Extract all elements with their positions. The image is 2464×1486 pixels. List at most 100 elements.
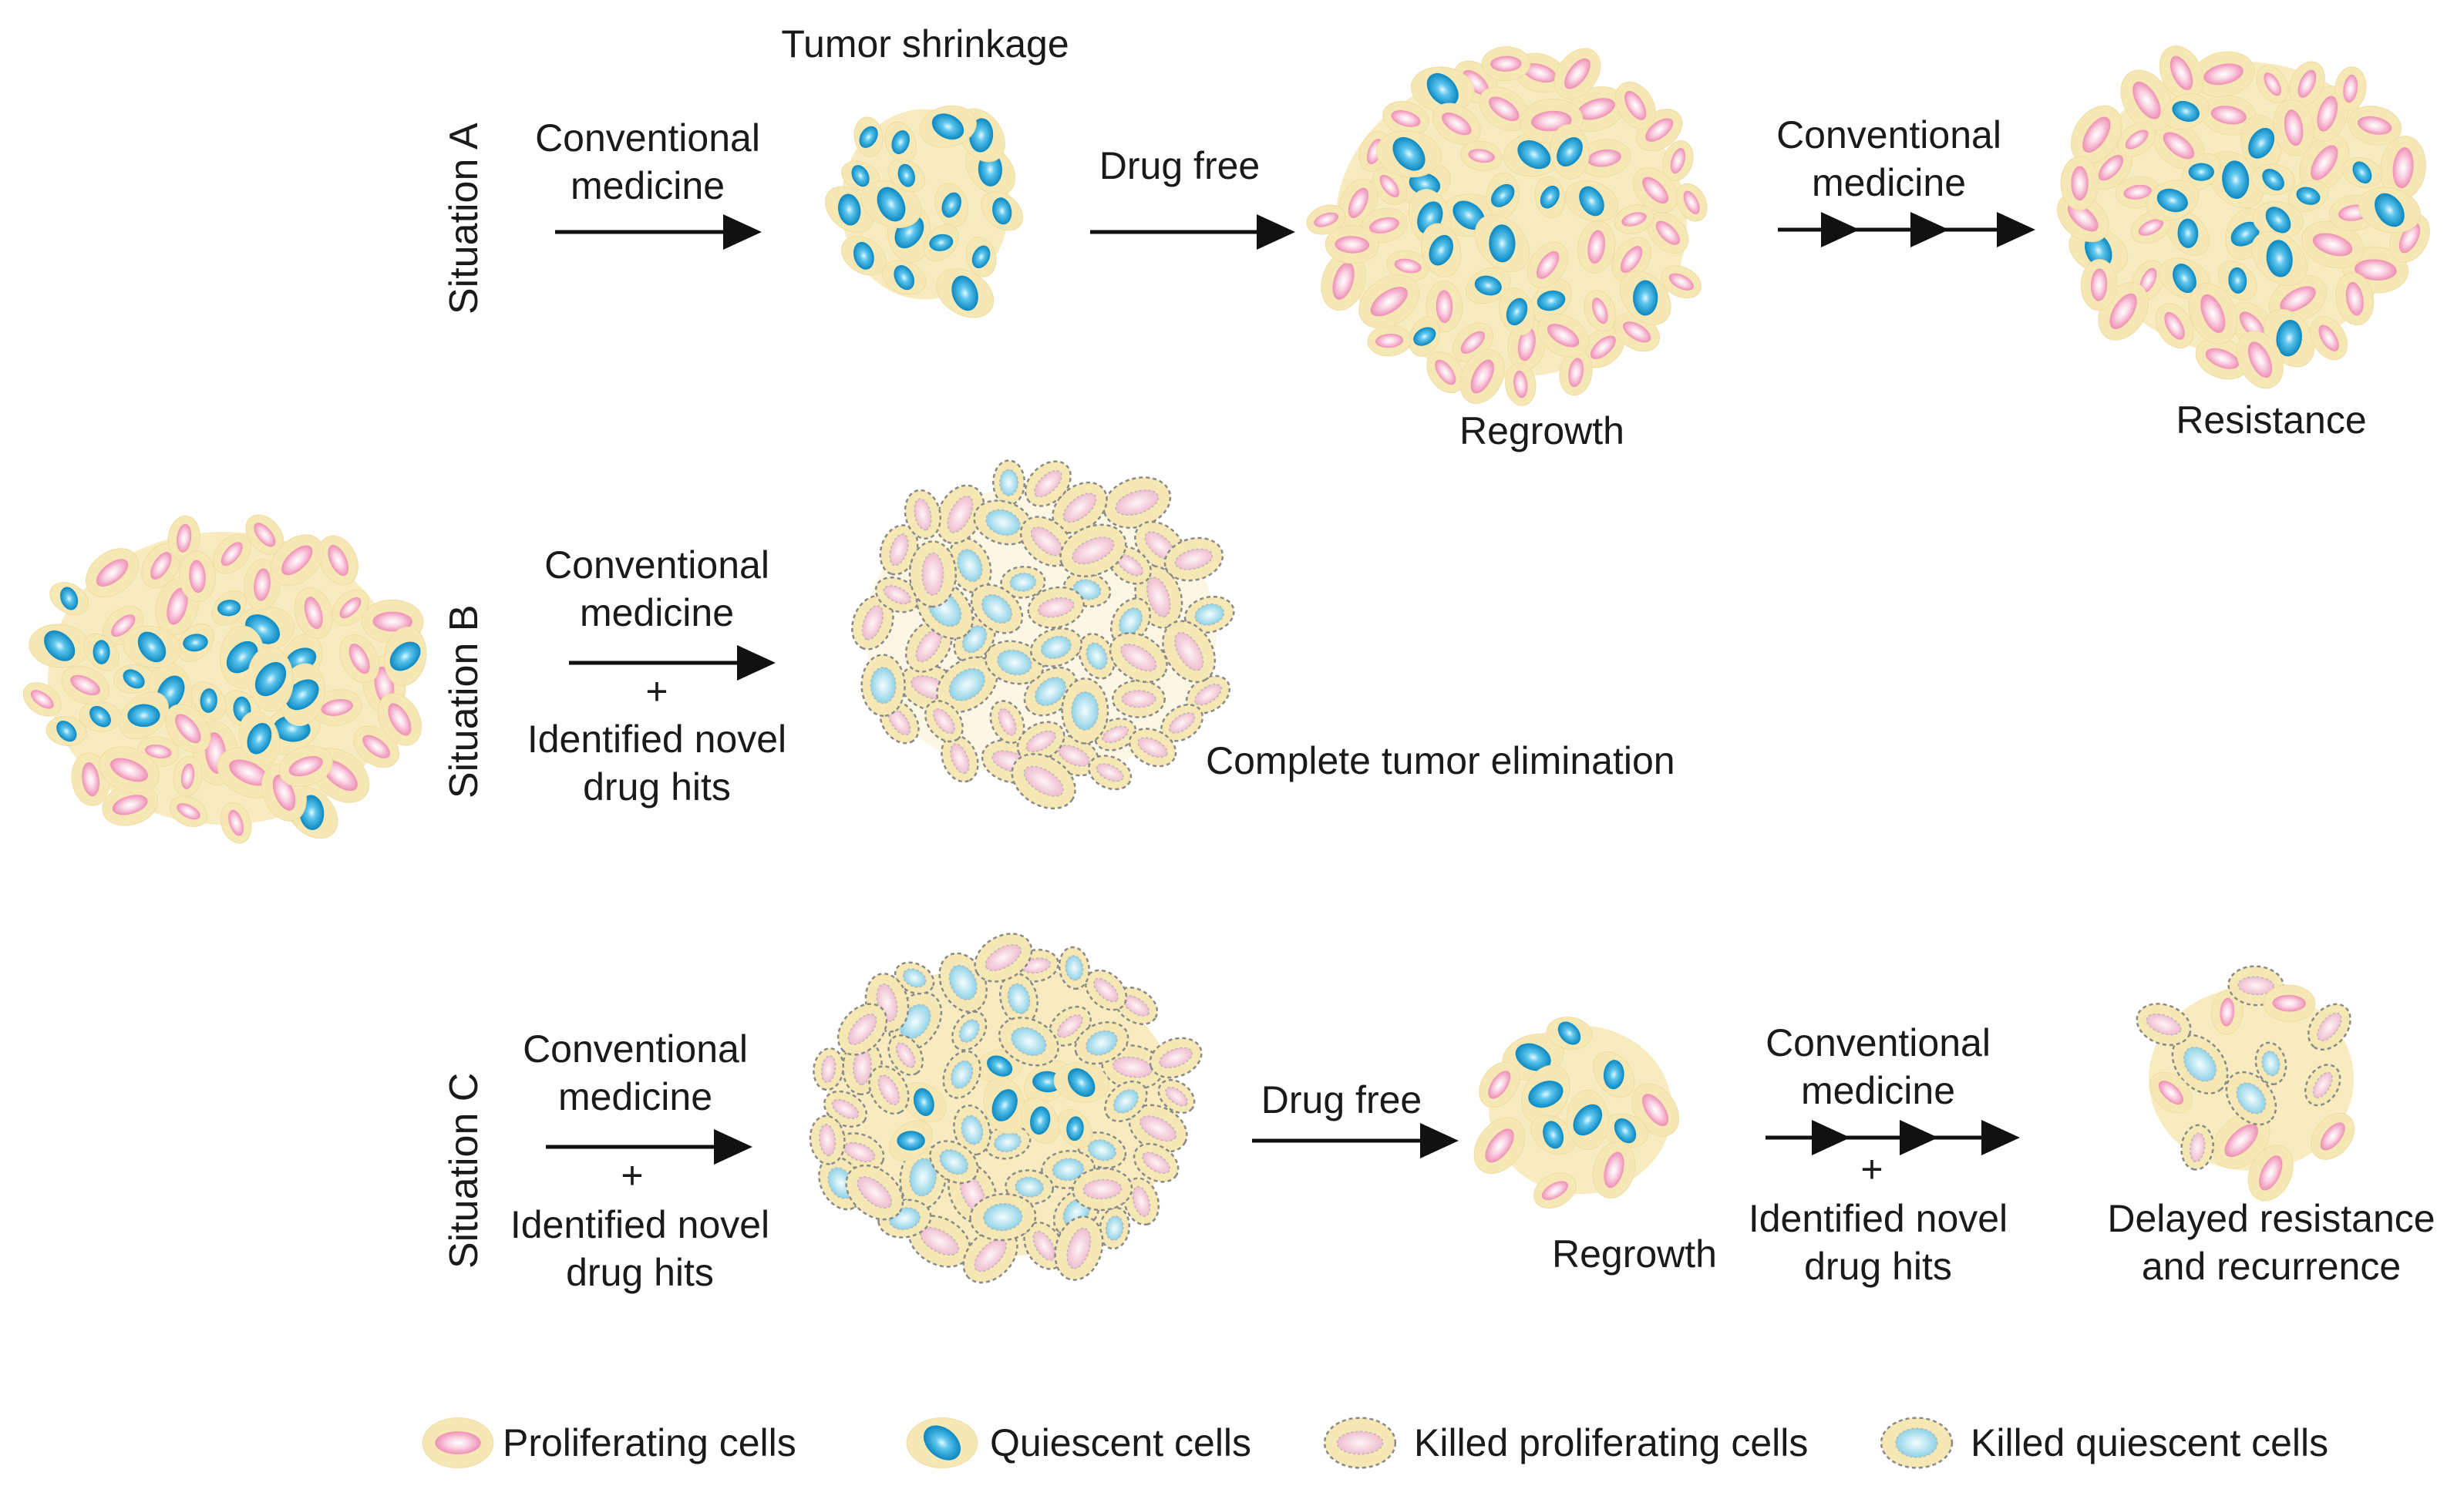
killed-proliferating-cell-nucleus: [1116, 553, 1143, 577]
proliferating-cell-nucleus: [328, 545, 349, 577]
quiescent-cell-nucleus: [1429, 234, 1454, 266]
proliferating-cell-nucleus: [1547, 324, 1580, 348]
quiescent-cell-nucleus: [1537, 290, 1566, 311]
killed-proliferating-cell-nucleus: [2146, 1013, 2182, 1036]
killed-proliferating-cell-nucleus: [974, 1239, 1007, 1273]
arrows: [546, 212, 2035, 1165]
quiescent-cell-nucleus: [987, 1055, 1013, 1077]
situation-b-label: Situation B: [442, 604, 486, 799]
step-label-c3-bottom: Identified novel drug hits: [1748, 1197, 2008, 1288]
quiescent-cell-nucleus: [285, 679, 319, 711]
quiescent-cell-nucleus: [2276, 320, 2302, 357]
killed-proliferating-cell-nucleus: [2317, 1012, 2342, 1041]
killed-quiescent-cell-nucleus: [939, 1148, 969, 1175]
proliferating-cell-nucleus: [145, 744, 172, 759]
proliferating-cell-nucleus: [304, 597, 323, 630]
killed-quiescent-cell-nucleus: [2236, 1082, 2267, 1114]
arrow-a3-triple: [1778, 212, 2035, 247]
proliferating-cell-nucleus: [2125, 129, 2149, 150]
killed-proliferating-cell-nucleus: [2237, 976, 2275, 996]
proliferating-cell-nucleus: [1523, 63, 1557, 83]
proliferating-cell-nucleus: [1489, 96, 1520, 122]
killed-quiescent-cell-nucleus: [981, 593, 1013, 624]
quiescent-cell-nucleus: [897, 163, 915, 187]
regrowth-cluster-c: [1473, 1017, 1679, 1209]
killed-proliferating-cell-nucleus: [1123, 995, 1150, 1017]
proliferating-cell-nucleus: [1564, 58, 1590, 89]
quiescent-cell-nucleus: [941, 192, 961, 218]
quiescent-cell-nucleus: [1426, 72, 1459, 106]
proliferating-cell-nucleus: [1517, 327, 1536, 361]
killed-proliferating-cell-nucleus: [877, 1074, 900, 1106]
killed-proliferating-cell-icon: [1323, 1417, 1397, 1469]
proliferating-cell-nucleus: [110, 758, 148, 782]
proliferating-cell-nucleus: [2320, 1122, 2345, 1151]
killed-proliferating-cell-nucleus: [2312, 1071, 2333, 1098]
quiescent-cell-icon-body-nucleus: [924, 1425, 961, 1461]
killed-proliferating-cell-nucleus: [1142, 1151, 1171, 1174]
killed-proliferating-cell-nucleus: [2189, 1132, 2206, 1162]
quiescent-cell-nucleus: [2248, 127, 2275, 159]
proliferating-cell-nucleus: [2067, 203, 2099, 232]
quiescent-cell-nucleus: [2296, 187, 2321, 205]
proliferating-cell-nucleus: [362, 735, 390, 758]
quiescent-cell-nucleus: [217, 600, 241, 617]
killed-proliferating-cell-nucleus: [1137, 737, 1168, 758]
quiescent-cell-nucleus: [894, 264, 915, 291]
quiescent-cell-nucleus: [853, 241, 874, 270]
killed-proliferating-cell-nucleus: [1025, 730, 1056, 753]
killed-quiescent-cell-nucleus: [1087, 1139, 1117, 1162]
quiescent-cell-nucleus: [1392, 136, 1426, 171]
killed-proliferating-cell-nucleus: [985, 943, 1022, 972]
quiescent-cell-nucleus: [1452, 200, 1485, 230]
proliferating-cell-nucleus: [348, 644, 370, 674]
proliferating-cell-nucleus: [1490, 55, 1522, 72]
quiescent-cell-nucleus: [2172, 100, 2200, 123]
proliferating-cell-nucleus: [1655, 220, 1681, 245]
situation-c-label: Situation C: [442, 1072, 486, 1269]
killed-quiescent-cell-nucleus: [1065, 955, 1084, 981]
proliferating-cell-nucleus: [1332, 262, 1355, 300]
regrowth-cluster-a: [1306, 46, 1708, 406]
killed-quiescent-cell-nucleus: [1040, 635, 1072, 660]
proliferating-cell-nucleus: [2311, 145, 2338, 180]
quiescent-cell-nucleus: [1603, 1060, 1624, 1090]
killed-proliferating-cell-nucleus: [1032, 1230, 1056, 1261]
proliferating-cell-nucleus: [175, 714, 201, 744]
quiescent-cell-nucleus: [1528, 1081, 1564, 1108]
proliferating-cell-nucleus: [372, 611, 413, 632]
quiescent-cell-nucleus: [1540, 185, 1560, 209]
killed-proliferating-cell-nucleus: [1102, 725, 1129, 744]
quiescent-cell-nucleus: [1474, 275, 1502, 296]
killed-proliferating-cell-nucleus: [1072, 536, 1115, 565]
proliferating-cell-nucleus: [2392, 147, 2414, 189]
killed-quiescent-cell-nucleus: [1052, 1158, 1085, 1182]
proliferating-cell-nucleus: [2203, 63, 2244, 86]
quiescent-cell-icon: [906, 1417, 978, 1468]
quiescent-cell-nucleus: [2375, 193, 2405, 227]
proliferating-cell-nucleus: [1587, 230, 1605, 264]
quiescent-cell-nucleus: [127, 704, 160, 728]
quiescent-cell-nucleus: [992, 197, 1012, 225]
proliferating-cell-nucleus: [1592, 298, 1608, 324]
killed-quiescent-cell-nucleus: [997, 649, 1032, 676]
killed-proliferating-cell-nucleus: [1132, 1185, 1151, 1217]
proliferating-cell-icon-body-nucleus: [435, 1431, 481, 1454]
proliferating-cell-nucleus: [180, 763, 195, 790]
proliferating-cell-nucleus: [1485, 1128, 1514, 1163]
killed-proliferating-cell-nucleus: [1159, 1047, 1193, 1069]
proliferating-cell-nucleus: [1369, 217, 1399, 234]
killed-proliferating-cell-nucleus: [1168, 712, 1196, 734]
proliferating-cell-nucleus: [1391, 110, 1421, 127]
quiescent-cell-nucleus: [877, 187, 906, 222]
proliferating-cell-nucleus: [2200, 294, 2226, 333]
proliferating-cell-nucleus: [1463, 69, 1490, 96]
proliferating-cell-nucleus: [2071, 166, 2089, 201]
proliferating-cell-nucleus: [2224, 1124, 2258, 1158]
killed-proliferating-cell-nucleus: [1023, 765, 1064, 797]
proliferating-cell-nucleus: [2210, 106, 2247, 125]
proliferating-cell-nucleus: [2164, 311, 2185, 340]
proliferating-cell-nucleus: [228, 809, 244, 836]
killed-quiescent-cell-nucleus: [948, 667, 985, 701]
killed-proliferating-cell-nucleus: [914, 498, 932, 531]
